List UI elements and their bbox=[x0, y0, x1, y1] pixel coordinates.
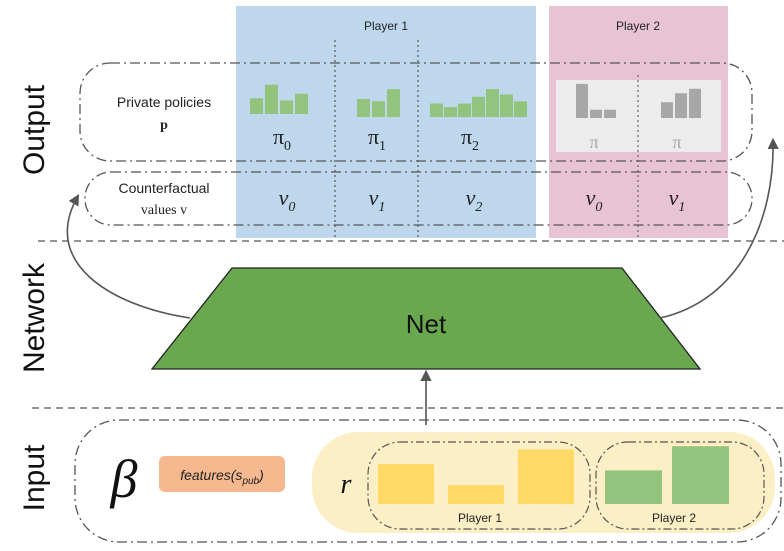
arrow-net-to-policies bbox=[659, 137, 779, 319]
net-block bbox=[150, 267, 702, 370]
section-label-input: Input bbox=[18, 444, 51, 511]
range-p1-bar-1 bbox=[448, 485, 504, 504]
input-frame bbox=[74, 419, 782, 543]
policies-row-frame bbox=[79, 62, 753, 162]
player2-policy-bars bbox=[576, 83, 701, 118]
range-player1-frame bbox=[367, 441, 591, 530]
policy-pi-1: π1 bbox=[368, 124, 386, 154]
policy-pi-p2-a: π bbox=[589, 132, 598, 152]
range-player2-label: Player 2 bbox=[652, 511, 696, 525]
pi1-bar-0 bbox=[357, 99, 370, 117]
player1-header: Player 1 bbox=[364, 19, 408, 33]
range-p2-bar-1 bbox=[672, 446, 729, 504]
player2-header: Player 2 bbox=[616, 19, 660, 33]
pi2-bar-6 bbox=[514, 101, 527, 117]
value-v0-p1: v0 bbox=[279, 185, 296, 215]
pi2-bar-1 bbox=[444, 107, 457, 117]
p2-policy-b-bar-1 bbox=[675, 93, 687, 118]
p2-policy-b-bar-2 bbox=[689, 88, 701, 118]
pi0-bar-1 bbox=[265, 84, 278, 114]
policy-pi-p2-b: π bbox=[672, 132, 681, 152]
player1-policy-bars bbox=[250, 84, 527, 117]
player1-column bbox=[236, 6, 536, 238]
pi2-bar-2 bbox=[458, 103, 471, 117]
pi1-bar-1 bbox=[372, 101, 385, 117]
policy-pi-0: π0 bbox=[273, 124, 291, 154]
value-v1-p2: v1 bbox=[669, 185, 686, 215]
value-v1-p1: v1 bbox=[369, 185, 386, 215]
features-box bbox=[159, 456, 285, 492]
range-player1-label: Player 1 bbox=[458, 511, 502, 525]
range-player1-bars bbox=[378, 449, 574, 504]
policy-pi-2: π2 bbox=[461, 124, 479, 154]
value-v0-p2: v0 bbox=[586, 185, 603, 215]
values-label-2: values v bbox=[141, 203, 187, 218]
range-symbol: r bbox=[341, 469, 352, 500]
p2-policy-a-bar-1 bbox=[590, 109, 602, 118]
values-label: Counterfactual bbox=[118, 180, 209, 196]
policies-label: Private policies bbox=[117, 94, 211, 110]
net-label: Net bbox=[406, 309, 447, 339]
pi0-bar-3 bbox=[295, 93, 308, 114]
values-row-frame bbox=[84, 171, 753, 226]
pi2-bar-4 bbox=[486, 89, 499, 117]
pi2-bar-5 bbox=[500, 94, 513, 117]
features-label: features(spub) bbox=[180, 467, 264, 487]
section-label-output: Output bbox=[18, 84, 51, 175]
range-p1-bar-2 bbox=[518, 449, 574, 504]
p2-policy-a-bar-2 bbox=[604, 109, 616, 118]
arrow-net-to-values bbox=[66, 194, 191, 319]
range-p2-bar-0 bbox=[605, 470, 662, 504]
pi0-bar-2 bbox=[280, 100, 293, 114]
range-player2-frame bbox=[595, 441, 765, 530]
pi2-bar-0 bbox=[430, 103, 443, 117]
section-label-network: Network bbox=[18, 262, 51, 373]
value-v2-p1: v2 bbox=[466, 185, 483, 215]
range-player2-bars bbox=[605, 446, 729, 504]
belief-symbol: β bbox=[110, 449, 138, 509]
pi2-bar-3 bbox=[472, 96, 485, 117]
policies-symbol: p bbox=[160, 118, 168, 133]
pi0-bar-0 bbox=[250, 98, 263, 114]
p2-policy-b-bar-0 bbox=[661, 102, 673, 118]
range-p1-bar-0 bbox=[378, 464, 434, 504]
pi1-bar-2 bbox=[387, 89, 400, 117]
p2-policy-a-bar-0 bbox=[576, 83, 588, 118]
